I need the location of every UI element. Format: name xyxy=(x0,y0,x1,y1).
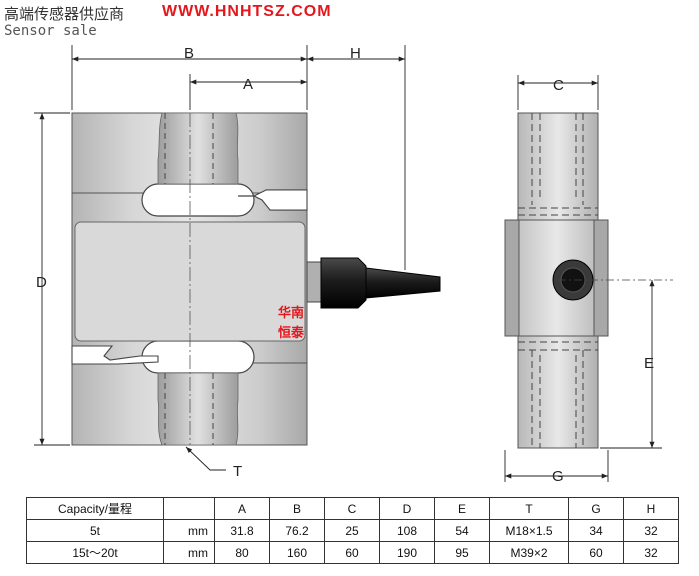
website-link[interactable]: WWW.HNHTSZ.COM xyxy=(162,3,332,20)
front-view: 华南 恒泰 B H A D T xyxy=(34,45,441,480)
load-cell-drawing: 华南 恒泰 B H A D T xyxy=(34,45,673,485)
table-header-cell: D xyxy=(379,497,435,520)
side-lower-block xyxy=(517,335,599,449)
table-cell: 32 xyxy=(623,541,679,564)
upper-slot xyxy=(141,183,255,217)
dim-label-g: G xyxy=(552,468,564,485)
connector-nut xyxy=(306,261,322,303)
logo-text-2: 恒泰 xyxy=(278,325,305,341)
table-cell: 160 xyxy=(269,541,325,564)
table-cell: M18×1.5 xyxy=(489,519,569,542)
side-hidden-lines xyxy=(518,113,598,448)
table-header-cell: Capacity/量程 xyxy=(26,497,164,520)
dimension-lines-side xyxy=(504,75,662,482)
lower-slot xyxy=(141,340,255,374)
dim-label-t: T xyxy=(233,463,242,480)
table-cell: 190 xyxy=(379,541,435,564)
table-cell: mm xyxy=(163,541,215,564)
table-header-cell: E xyxy=(434,497,490,520)
table-cell: 25 xyxy=(324,519,380,542)
chinese-title: 高端传感器供应商 xyxy=(4,5,125,23)
spec-table: Capacity/量程 A B C D E T G H 5t mm 31.8 7… xyxy=(26,497,679,564)
dim-label-h: H xyxy=(350,45,361,62)
table-header-cell: A xyxy=(214,497,270,520)
dim-label-a: A xyxy=(243,76,253,93)
side-upper-block xyxy=(517,112,599,221)
table-cell: 15t～20t xyxy=(26,541,164,564)
table-header-cell: G xyxy=(568,497,624,520)
side-view: C E G xyxy=(504,75,673,485)
lower-notch xyxy=(71,345,159,365)
upper-thread-region xyxy=(157,112,239,185)
table-cell: 76.2 xyxy=(269,519,325,542)
logo-stamp: 华南 恒泰 xyxy=(278,305,305,341)
table-header-row: Capacity/量程 A B C D E T G H xyxy=(26,497,679,520)
table-cell: M39×2 xyxy=(489,541,569,564)
english-subtitle: Sensor sale xyxy=(4,23,97,39)
logo-text-1: 华南 xyxy=(278,305,304,321)
table-header-cell: B xyxy=(269,497,325,520)
table-row: 15t～20t mm 80 160 60 190 95 M39×2 60 32 xyxy=(26,541,679,564)
dim-label-c: C xyxy=(553,77,564,94)
table-header-cell: C xyxy=(324,497,380,520)
table-cell: mm xyxy=(163,519,215,542)
table-cell: 108 xyxy=(379,519,435,542)
table-cell: 80 xyxy=(214,541,270,564)
table-header-cell xyxy=(163,497,215,520)
table-header-cell: H xyxy=(623,497,679,520)
lower-thread-region xyxy=(157,372,239,446)
side-flange-right xyxy=(593,219,609,337)
side-flange-left xyxy=(504,219,520,337)
dim-label-d: D xyxy=(36,274,47,291)
page-header: 高端传感器供应商 WWW.HNHTSZ.COM Sensor sale xyxy=(4,3,424,43)
dimension-lines-front xyxy=(34,45,406,471)
dim-label-b: B xyxy=(184,45,194,62)
table-cell: 60 xyxy=(324,541,380,564)
thread-hidden-lines xyxy=(164,113,214,445)
table-cell: 5t xyxy=(26,519,164,542)
cable xyxy=(365,267,441,299)
cable-gland xyxy=(320,257,367,309)
table-cell: 31.8 xyxy=(214,519,270,542)
table-cell: 54 xyxy=(434,519,490,542)
table-cell: 32 xyxy=(623,519,679,542)
table-cell: 95 xyxy=(434,541,490,564)
table-cell: 60 xyxy=(568,541,624,564)
table-row: 5t mm 31.8 76.2 25 108 54 M18×1.5 34 32 xyxy=(26,519,679,542)
table-header-cell: T xyxy=(489,497,569,520)
table-cell: 34 xyxy=(568,519,624,542)
dim-label-e: E xyxy=(644,355,654,372)
